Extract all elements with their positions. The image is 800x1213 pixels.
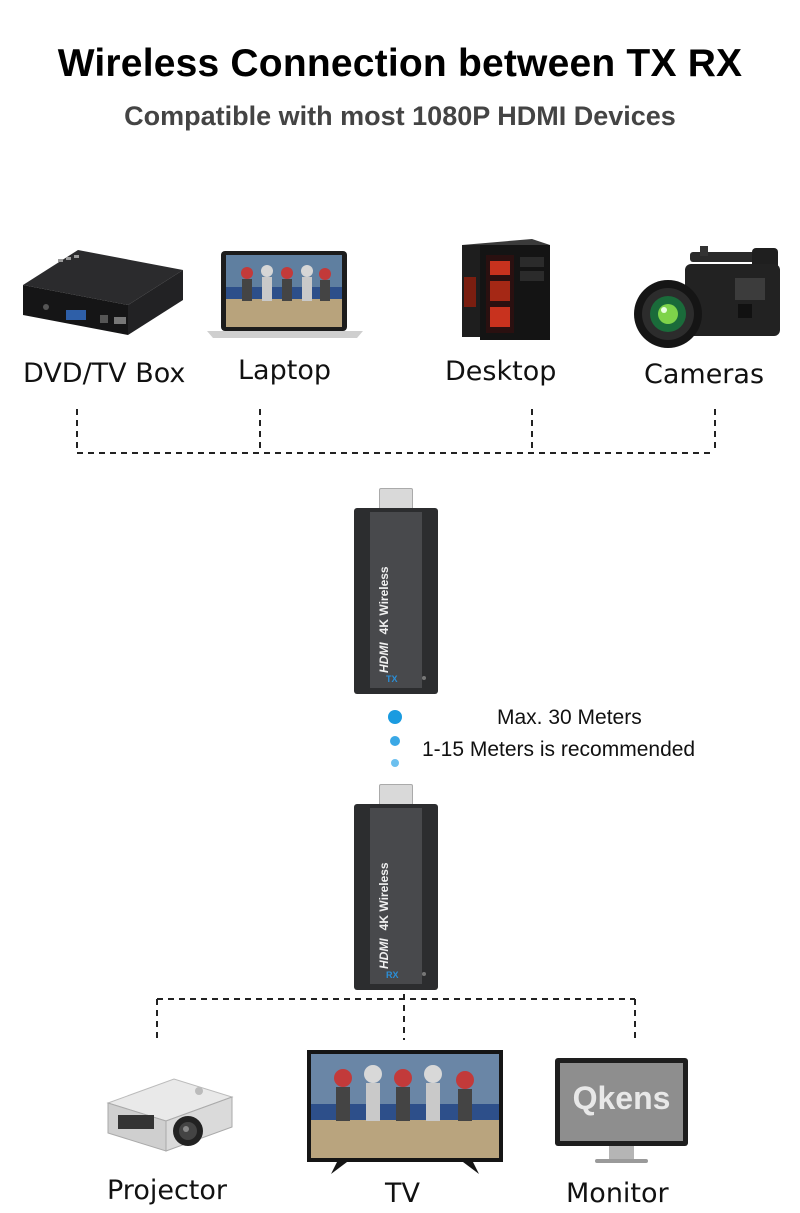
display-label-tv: TV (385, 1178, 420, 1209)
receiver-dongle: HDMI 4K Wireless RX (354, 784, 438, 990)
laptop-icon (207, 249, 363, 339)
recommended-distance-text: 1-15 Meters is recommended (422, 738, 696, 761)
display-label-monitor: Monitor (566, 1178, 669, 1209)
rx-tag: RX (386, 970, 399, 980)
signal-dot-large (388, 710, 402, 724)
rx-led (422, 972, 426, 976)
monitor-screen-text: Qkens (572, 1080, 671, 1116)
signal-dot-medium (390, 736, 400, 746)
projector-icon (104, 1075, 236, 1157)
source-label-desktop: Desktop (445, 356, 557, 387)
source-label-cameras: Cameras (644, 359, 765, 390)
source-label-laptop: Laptop (238, 355, 331, 386)
camera-icon (630, 244, 785, 354)
page-title: Wireless Connection between TX RX (57, 42, 743, 85)
transmitter-dongle: HDMI 4K Wireless TX (354, 488, 438, 694)
max-distance-text: Max. 30 Meters (497, 706, 642, 729)
tv-box-icon (18, 245, 188, 345)
tx-led (422, 676, 426, 680)
rx-brand-text: HDMI (377, 938, 391, 969)
source-label-dvd-tv-box: DVD/TV Box (23, 358, 186, 389)
signal-dot-small (391, 759, 399, 767)
display-label-projector: Projector (107, 1175, 227, 1206)
rx-model-text: 4K Wireless (377, 862, 391, 931)
display-connector-lines (0, 994, 800, 1044)
tv-icon (307, 1050, 503, 1176)
tx-tag: TX (386, 674, 398, 684)
tx-model-text: 4K Wireless (377, 566, 391, 635)
tx-brand-text: HDMI (377, 642, 391, 673)
desktop-tower-icon (452, 237, 552, 340)
source-connector-lines (0, 405, 800, 457)
page-subtitle: Compatible with most 1080P HDMI Devices (124, 101, 676, 131)
